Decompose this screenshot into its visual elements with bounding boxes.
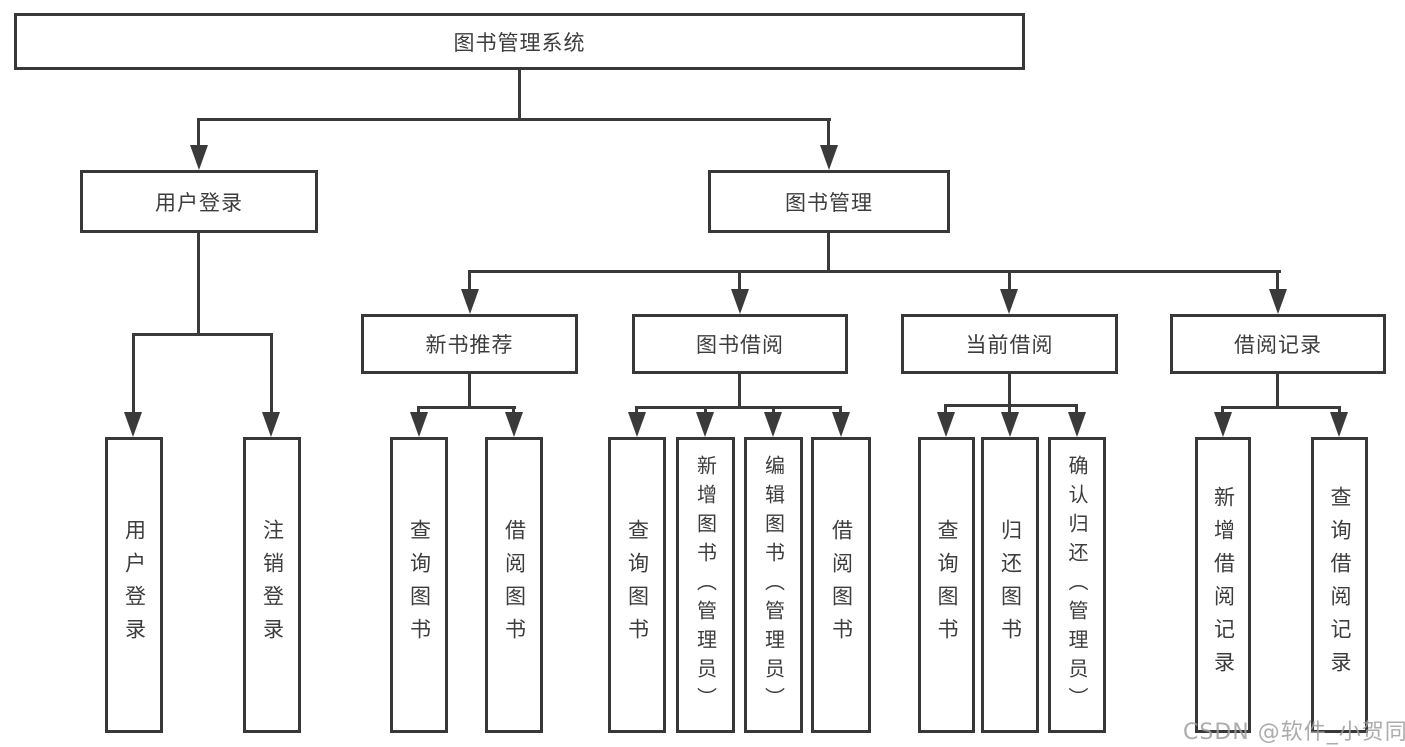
leaf-query-books-1-label: 查询图书 (407, 519, 432, 651)
leaf-logout-label: 注销登录 (260, 519, 285, 651)
connector-line (1276, 270, 1279, 292)
connector-line (704, 406, 707, 414)
arrowhead-down-icon (937, 412, 955, 437)
arrowhead-down-icon (505, 412, 523, 437)
connector-line (417, 406, 516, 409)
node-borrowing-records: 借阅记录 (1170, 314, 1386, 374)
connector-line (468, 374, 471, 408)
node-library-system: 图书管理系统 (14, 13, 1025, 70)
connector-line (1338, 406, 1341, 414)
connector-line (827, 233, 830, 272)
arrowhead-down-icon (1269, 289, 1287, 314)
arrowhead-down-icon (1000, 289, 1018, 314)
leaf-query-borrow-record: 查询借阅记录 (1311, 437, 1368, 733)
leaf-confirm-return-admin-label: 确认归还（管理员） (1065, 454, 1089, 716)
connector-line (1075, 404, 1078, 414)
arrowhead-down-icon (262, 412, 280, 437)
leaf-edit-books-admin: 编辑图书（管理员） (744, 437, 803, 733)
connector-line (270, 333, 273, 413)
arrowhead-down-icon (764, 412, 782, 437)
connector-line (738, 374, 741, 408)
arrowhead-down-icon (832, 412, 850, 437)
node-book-management-label: 图书管理 (785, 190, 873, 215)
node-borrowing-records-label: 借阅记录 (1234, 333, 1322, 357)
connector-line (944, 404, 1078, 407)
connector-line (468, 270, 1281, 273)
leaf-borrow-books-1: 借阅图书 (485, 437, 543, 733)
leaf-query-books-3-label: 查询图书 (935, 519, 959, 651)
node-new-book-recommend-label: 新书推荐 (425, 333, 514, 357)
connector-line (1008, 374, 1011, 406)
connector-line (1008, 404, 1011, 414)
arrowhead-down-icon (461, 289, 479, 314)
leaf-borrow-books-2-label: 借阅图书 (829, 519, 854, 651)
connector-line (635, 406, 842, 409)
connector-line (1221, 406, 1341, 409)
node-user-login-label: 用户登录 (155, 190, 243, 215)
node-library-system-label: 图书管理系统 (453, 30, 586, 55)
connector-line (518, 70, 521, 120)
leaf-user-login-label: 用户登录 (122, 519, 147, 651)
arrowhead-down-icon (820, 145, 838, 170)
node-new-book-recommend: 新书推荐 (361, 314, 578, 374)
leaf-return-books-label: 归还图书 (998, 519, 1023, 651)
leaf-add-books-admin: 新增图书（管理员） (676, 437, 735, 733)
node-current-borrowing: 当前借阅 (901, 314, 1118, 374)
leaf-query-books-3: 查询图书 (918, 437, 975, 733)
leaf-query-books-1: 查询图书 (390, 437, 448, 733)
leaf-edit-books-admin-label: 编辑图书（管理员） (761, 454, 786, 716)
node-current-borrowing-label: 当前借阅 (965, 333, 1054, 357)
arrowhead-down-icon (124, 412, 142, 437)
leaf-return-books: 归还图书 (981, 437, 1039, 733)
connector-line (132, 333, 273, 336)
arrowhead-down-icon (1214, 412, 1232, 437)
leaf-query-borrow-record-label: 查询借阅记录 (1328, 486, 1352, 684)
arrowhead-down-icon (410, 412, 428, 437)
connector-line (827, 118, 830, 148)
leaf-add-borrow-record: 新增借阅记录 (1195, 437, 1251, 733)
connector-line (1221, 406, 1224, 414)
arrowhead-down-icon (628, 412, 646, 437)
leaf-logout: 注销登录 (243, 437, 301, 733)
node-user-login: 用户登录 (80, 170, 318, 233)
connector-line (417, 406, 420, 414)
connector-line (944, 404, 947, 414)
node-book-borrowing-label: 图书借阅 (696, 333, 784, 357)
connector-line (839, 406, 842, 414)
csdn-watermark: CSDN @软件_小贺同学 (1183, 720, 1405, 745)
arrowhead-down-icon (1001, 412, 1019, 437)
connector-line (197, 233, 200, 335)
arrowhead-down-icon (696, 412, 714, 437)
leaf-query-books-2-label: 查询图书 (625, 519, 650, 651)
connector-line (197, 118, 200, 148)
connector-line (738, 270, 741, 292)
arrowhead-down-icon (1330, 412, 1348, 437)
arrowhead-down-icon (190, 145, 208, 170)
leaf-add-books-admin-label: 新增图书（管理员） (693, 454, 718, 716)
leaf-user-login: 用户登录 (105, 437, 163, 733)
leaf-borrow-books-1-label: 借阅图书 (502, 519, 527, 651)
connector-line (772, 406, 775, 414)
arrowhead-down-icon (1068, 412, 1086, 437)
leaf-borrow-books-2: 借阅图书 (811, 437, 871, 733)
connector-line (197, 118, 831, 121)
node-book-borrowing: 图书借阅 (632, 314, 848, 374)
connector-line (132, 333, 135, 413)
connector-line (1008, 270, 1011, 292)
arrowhead-down-icon (731, 289, 749, 314)
leaf-query-books-2: 查询图书 (608, 437, 666, 733)
connector-line (512, 406, 515, 414)
node-book-management: 图书管理 (708, 170, 950, 233)
leaf-confirm-return-admin: 确认归还（管理员） (1048, 437, 1106, 733)
connector-line (468, 270, 471, 292)
connector-line (1276, 374, 1279, 408)
connector-line (635, 406, 638, 414)
leaf-add-borrow-record-label: 新增借阅记录 (1211, 486, 1236, 684)
